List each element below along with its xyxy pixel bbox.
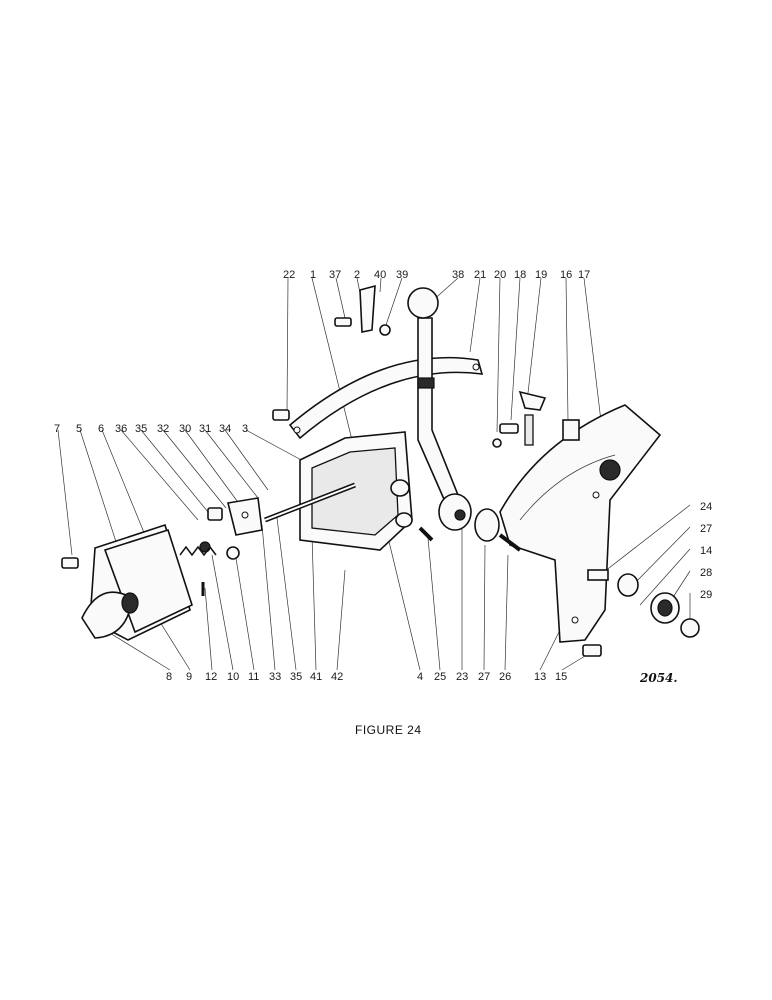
pin-37 [334,317,352,327]
callout-32: 32 [157,423,169,435]
callout-23: 23 [456,671,468,683]
callout-14: 14 [700,545,712,557]
housing-boss-2 [395,512,413,528]
callout-5: 5 [76,423,82,435]
stud-24 [587,569,609,581]
callout-34: 34 [219,423,231,435]
callout-22: 22 [283,269,295,281]
callout-8: 8 [166,671,172,683]
spring [179,545,217,557]
callout-40: 40 [374,269,386,281]
mounting-bracket [499,404,662,643]
callout-1: 1 [310,269,316,281]
callout-4: 4 [417,671,423,683]
gear-lever [417,317,462,508]
bolt-22 [272,409,290,421]
callout-30: 30 [179,423,191,435]
callout-10: 10 [227,671,239,683]
callout-18: 18 [514,269,526,281]
callout-29: 29 [700,589,712,601]
callout-7: 7 [54,423,60,435]
callout-41: 41 [310,671,322,683]
key-25 [418,526,434,542]
callout-12: 12 [205,671,217,683]
callout-11: 11 [248,671,259,683]
quadrant-hole-left [293,426,301,434]
bolt-18 [499,423,519,434]
quadrant-arc [288,356,484,440]
callout-2: 2 [354,269,360,281]
callout-33: 33 [269,671,281,683]
callout-27-bottom: 27 [478,671,490,683]
washer-29 [680,618,700,638]
callout-25: 25 [434,671,446,683]
ring-27a [474,508,500,542]
callout-27-right: 27 [700,523,712,535]
housing-boss [390,479,410,497]
block-16 [562,419,580,441]
callout-31: 31 [199,423,211,435]
callout-28: 28 [700,567,712,579]
callout-19: 19 [535,269,547,281]
callout-35-bottom: 35 [290,671,302,683]
callout-21: 21 [474,269,486,281]
lever-clip [417,377,435,389]
bolt-15 [582,644,602,657]
callout-17: 17 [578,269,590,281]
callout-16: 16 [560,269,572,281]
key-26 [498,533,522,552]
callout-37: 37 [329,269,341,281]
callouts-left-top: 7 5 6 36 35 32 30 31 34 3 [54,423,248,435]
washer-20 [492,438,502,448]
parts-artwork [61,284,700,657]
callout-3: 3 [242,423,248,435]
callout-42: 42 [331,671,343,683]
callout-20: 20 [494,269,506,281]
washer-small [226,546,240,560]
figure-caption: FIGURE 24 [355,723,422,737]
reference-number: 2054. [639,671,678,685]
callouts-bottom: 8 9 12 10 11 33 35 41 42 4 25 23 27 26 1… [166,671,567,683]
clip-40 [359,284,376,333]
callout-39: 39 [396,269,408,281]
lever-boss [438,493,472,531]
callout-15: 15 [555,671,567,683]
callout-9: 9 [186,671,192,683]
callout-26: 26 [499,671,511,683]
quadrant-hole-right [472,363,480,371]
callout-38: 38 [452,269,464,281]
callout-24: 24 [700,501,712,513]
callout-13: 13 [534,671,546,683]
callouts-top: 22 1 37 2 40 39 38 21 20 18 19 16 17 [283,269,590,281]
callout-6: 6 [98,423,104,435]
callout-35-top: 35 [135,423,147,435]
lever-knob [407,287,439,319]
washer-39 [379,324,391,336]
callout-36: 36 [115,423,127,435]
plunger [207,507,223,521]
lever-boss-bore [454,509,466,521]
detent-arm [518,390,547,411]
washer-27b [617,573,639,597]
bolt-7 [61,557,79,569]
callouts-right: 24 27 14 28 29 [700,501,712,601]
